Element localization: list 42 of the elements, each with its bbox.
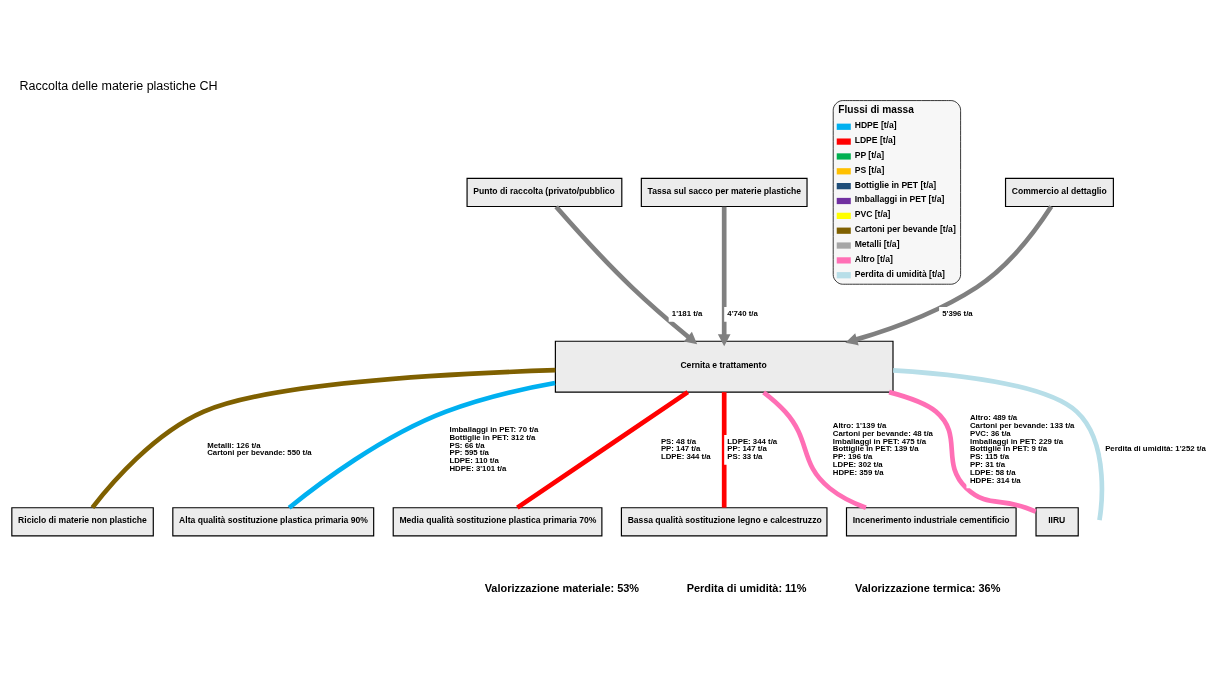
edge-label: LDPE: 110 t/a (449, 455, 499, 465)
legend-label: LDPE [t/a] (854, 134, 896, 145)
legend-label: Imballaggi in PET [t/a] (854, 193, 945, 204)
legend-label: Altro [t/a] (854, 253, 893, 264)
edge-label: HDPE: 359 t/a (832, 467, 884, 477)
label: Valorizzazione materiale: 53% (484, 581, 640, 594)
edge-label: PP: 147 t/a (727, 443, 767, 453)
label: Valorizzazione termica: 36% (855, 581, 1001, 594)
edge-label: 1'181 t/a (671, 308, 703, 318)
edge-label: 4'740 t/a (727, 308, 758, 318)
legend-label: Cartoni per bevande [t/a] (854, 223, 956, 234)
edge-label: PS: 48 t/a (660, 436, 696, 446)
edge-label: LDPE: 58 t/a (969, 467, 1016, 477)
edge-label: Cartoni per bevande: 48 t/a (832, 428, 933, 438)
edge-label: Altro: 489 t/a (969, 412, 1018, 422)
edge-label: Perdita di umidità: 1'252 t/a (1105, 443, 1206, 453)
legend-label: Perdita di umidità [t/a] (854, 268, 945, 279)
edge-label: PP: 595 t/a (449, 447, 489, 457)
edge-label: Cartoni per bevande: 133 t/a (969, 420, 1075, 430)
edge-label: HDPE: 314 t/a (969, 475, 1021, 485)
legend-label: PP [t/a] (854, 149, 885, 160)
diagram-title: Raccolta delle materie plastiche CH (19, 78, 218, 93)
edge-label: LDPE: 344 t/a (727, 436, 778, 446)
edge-label: PP: 31 t/a (969, 459, 1006, 469)
legend-label: PS [t/a] (854, 164, 885, 175)
edge-label: Metalli: 126 t/a (207, 440, 261, 450)
edge-label: 5'396 t/a (942, 308, 973, 318)
edge-label: PS: 33 t/a (727, 451, 763, 461)
edge-label: Altro: 1'139 t/a (832, 420, 887, 430)
legend-label: PVC [t/a] (854, 208, 891, 219)
edge-label: LDPE: 302 t/a (832, 459, 883, 469)
label: Perdita di umidità: 11% (686, 581, 807, 594)
edge-label: HDPE: 3'101 t/a (449, 463, 507, 473)
edge-label: PP: 147 t/a (660, 443, 701, 453)
edge-label: Imballaggi in PET: 70 t/a (449, 424, 539, 434)
label: Flussi di massa (838, 103, 914, 115)
edge-label: PVC: 36 t/a (969, 428, 1011, 438)
legend-label: Metalli [t/a] (854, 238, 900, 249)
edge-label: Cartoni per bevande: 550 t/a (207, 447, 312, 457)
edge-label: LDPE: 344 t/a (660, 451, 711, 461)
legend-label: Bottiglie in PET [t/a] (854, 179, 937, 190)
legend-label: HDPE [t/a] (854, 119, 897, 130)
